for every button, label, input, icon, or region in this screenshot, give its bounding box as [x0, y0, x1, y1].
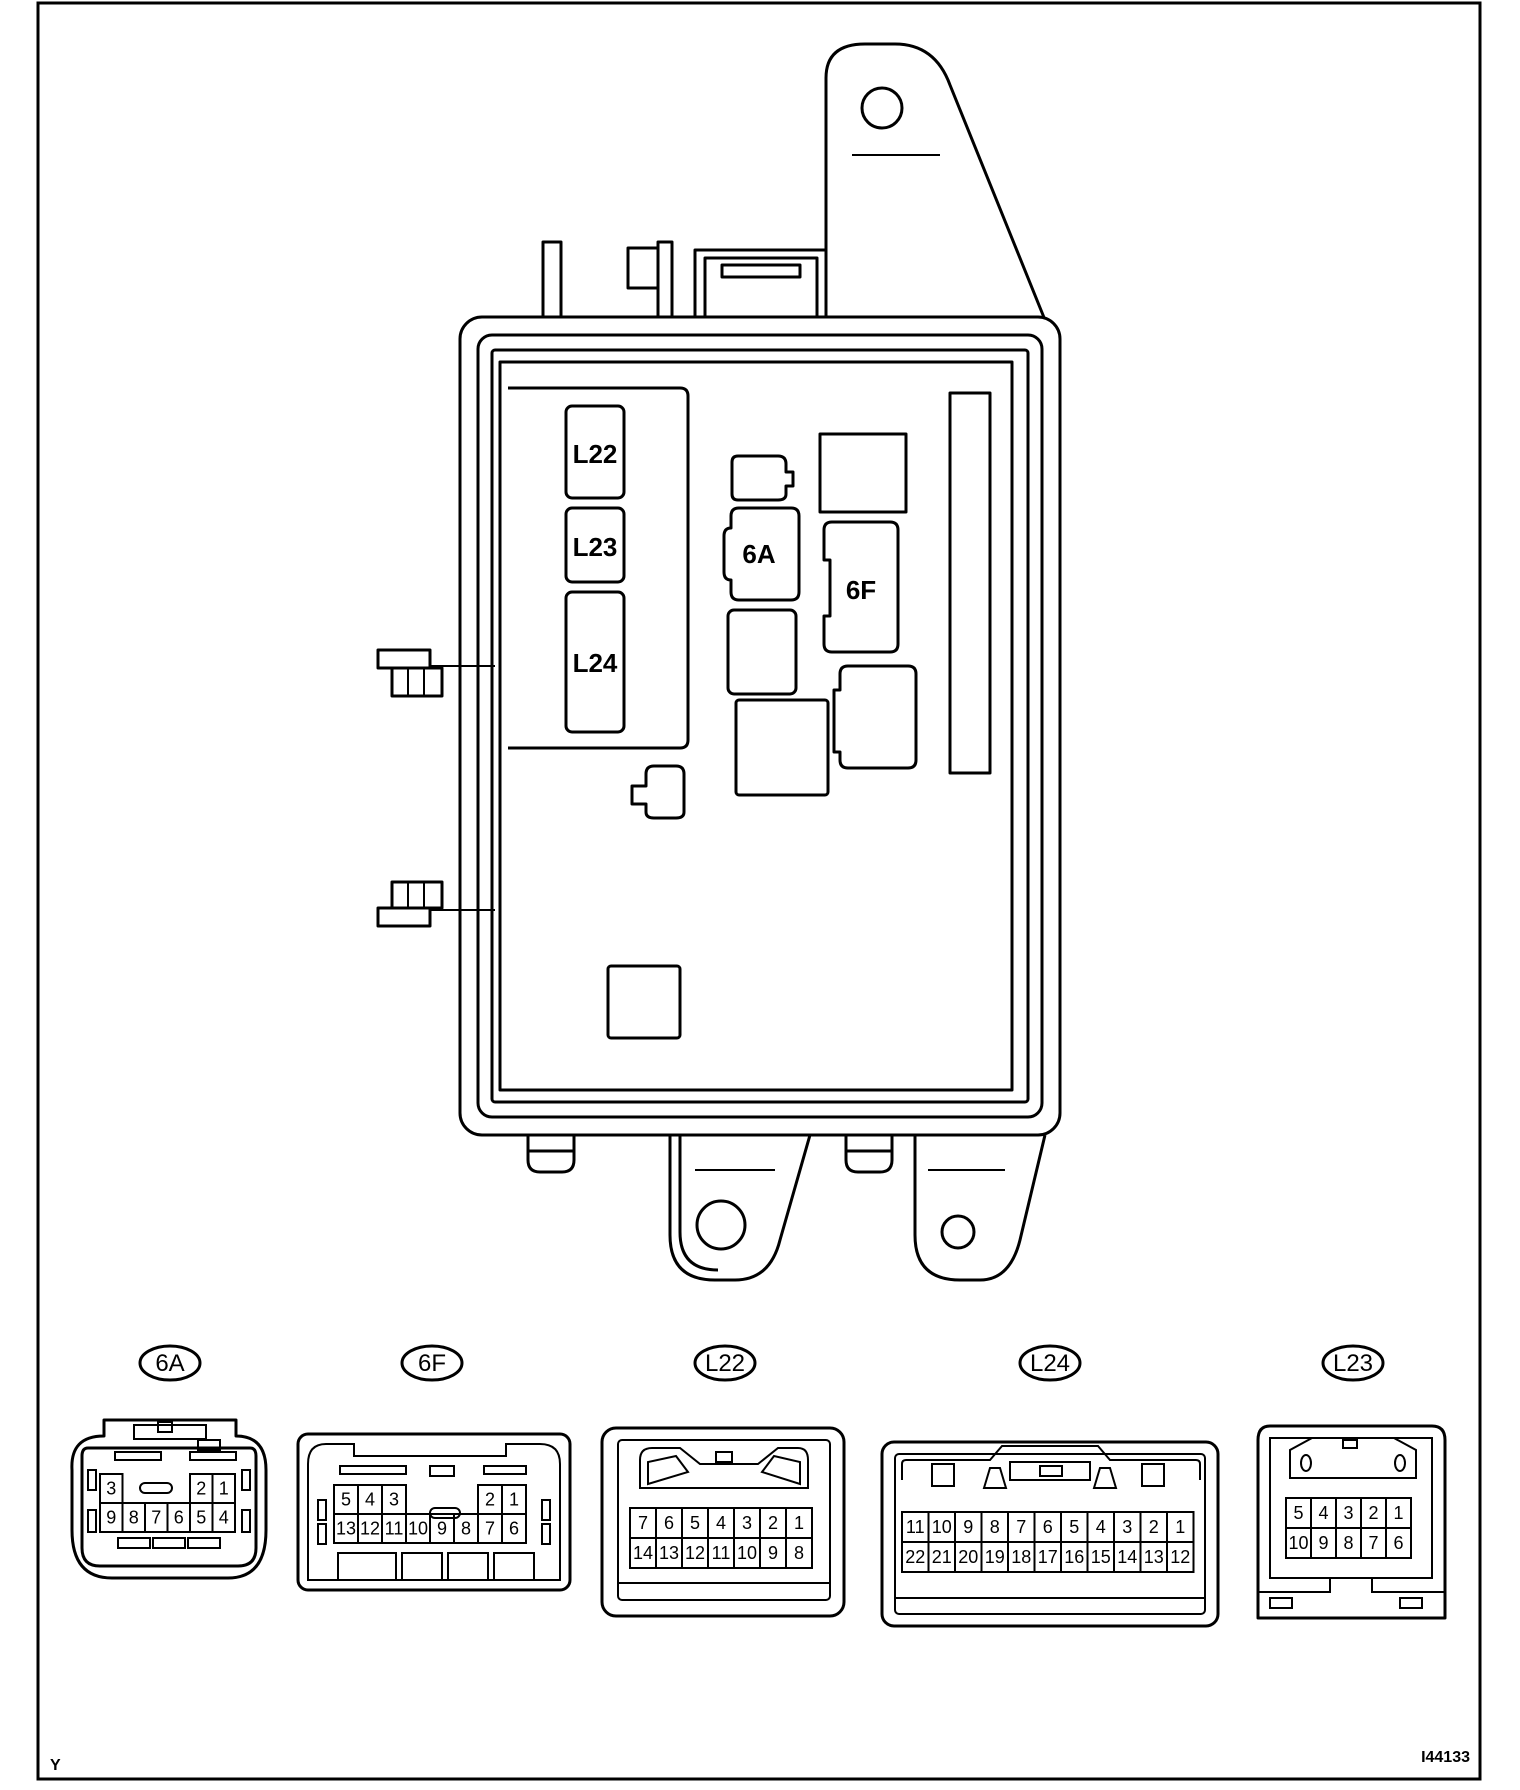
- pin-number: 14: [633, 1543, 653, 1563]
- pin-cell: [785, 1537, 813, 1569]
- pin-number: 12: [685, 1543, 705, 1563]
- pin-number: 10: [737, 1543, 757, 1563]
- pin-number: 2: [1368, 1503, 1378, 1523]
- socket-label-6f: 6F: [846, 575, 876, 605]
- pin-number: 1: [1393, 1503, 1403, 1523]
- pin-number: 2: [485, 1490, 495, 1510]
- pin-number: 3: [389, 1490, 399, 1510]
- pin-cell: [501, 1513, 527, 1544]
- pin-number: 8: [129, 1508, 139, 1528]
- pin-number: 5: [341, 1490, 351, 1510]
- pin-cell: [1166, 1541, 1195, 1573]
- pin-number: 7: [485, 1519, 495, 1539]
- connector-tag-l22: L22: [705, 1350, 745, 1377]
- pin-number: 5: [196, 1508, 206, 1528]
- pin-number: 5: [1069, 1517, 1079, 1537]
- pin-number: 9: [437, 1519, 447, 1539]
- pin-number: 6: [509, 1519, 519, 1539]
- pin-number: 3: [1343, 1503, 1353, 1523]
- pin-number: 11: [385, 1519, 404, 1539]
- pin-number: 5: [1293, 1503, 1303, 1523]
- pin-number: 14: [1117, 1547, 1137, 1567]
- pin-number: 8: [1343, 1533, 1353, 1553]
- diagram-frame: [36, 1, 1482, 1781]
- pin-number: 6: [1393, 1533, 1403, 1553]
- pin-number: 8: [794, 1543, 804, 1563]
- pin-number: 7: [1016, 1517, 1026, 1537]
- pin-number: 4: [219, 1508, 229, 1528]
- pin-number: 2: [1149, 1517, 1159, 1537]
- pin-number: 12: [1170, 1547, 1190, 1567]
- socket-label-l22: L22: [573, 439, 618, 469]
- pin-number: 7: [151, 1508, 161, 1528]
- connector-tag-6a: 6A: [155, 1350, 184, 1377]
- pin-number: 19: [985, 1547, 1005, 1567]
- pin-number: 5: [690, 1513, 700, 1533]
- corner-label-left: Y: [50, 1757, 61, 1774]
- pin-number: 1: [509, 1490, 519, 1510]
- pin-number: 6: [1043, 1517, 1053, 1537]
- pin-cell: [1385, 1527, 1412, 1559]
- pin-number: 17: [1038, 1547, 1058, 1567]
- connector-tag-6f: 6F: [418, 1350, 446, 1377]
- pin-number: 20: [958, 1547, 978, 1567]
- pin-number: 4: [1096, 1517, 1106, 1537]
- pin-number: 9: [963, 1517, 973, 1537]
- connector-tag-l24: L24: [1030, 1350, 1070, 1377]
- pin-number: 6: [174, 1508, 184, 1528]
- pin-number: 22: [905, 1547, 925, 1567]
- pin-cell: [211, 1502, 236, 1533]
- pin-number: 8: [461, 1519, 471, 1539]
- pin-number: 3: [1122, 1517, 1132, 1537]
- socket-label-l24: L24: [573, 648, 618, 678]
- pin-number: 2: [768, 1513, 778, 1533]
- connector-tag-l23: L23: [1333, 1350, 1373, 1377]
- pin-number: 13: [1144, 1547, 1164, 1567]
- pin-number: 10: [408, 1519, 428, 1539]
- pin-number: 8: [990, 1517, 1000, 1537]
- pin-number: 10: [1288, 1533, 1308, 1553]
- pin-number: 13: [659, 1543, 679, 1563]
- pin-number: 2: [196, 1479, 206, 1499]
- socket-label-l23: L23: [573, 532, 618, 562]
- pin-number: 1: [219, 1479, 229, 1499]
- junction-block: L22 L23 L24 6A 6F: [376, 42, 1062, 1282]
- pin-number: 4: [1318, 1503, 1328, 1523]
- pin-number: 16: [1064, 1547, 1084, 1567]
- pin-number: 6: [664, 1513, 674, 1533]
- pin-number: 4: [716, 1513, 726, 1533]
- pin-number: 21: [932, 1547, 952, 1567]
- pin-number: 7: [1368, 1533, 1378, 1553]
- pin-number: 15: [1091, 1547, 1111, 1567]
- corner-label-right: I44133: [1421, 1749, 1470, 1766]
- pin-number: 12: [360, 1519, 380, 1539]
- socket-label-6a: 6A: [742, 539, 775, 569]
- pin-number: 7: [638, 1513, 648, 1533]
- pin-number: 9: [768, 1543, 778, 1563]
- pin-number: 3: [742, 1513, 752, 1533]
- pin-number: 11: [712, 1543, 731, 1563]
- pin-number: 1: [1175, 1517, 1185, 1537]
- pin-number: 13: [336, 1519, 356, 1539]
- pin-number: 9: [1318, 1533, 1328, 1553]
- pin-number: 1: [794, 1513, 804, 1533]
- pin-number: 11: [906, 1517, 925, 1537]
- pin-number: 10: [932, 1517, 952, 1537]
- pin-number: 9: [106, 1508, 116, 1528]
- pin-number: 3: [106, 1479, 116, 1499]
- pin-number: 18: [1011, 1547, 1031, 1567]
- pin-number: 4: [365, 1490, 375, 1510]
